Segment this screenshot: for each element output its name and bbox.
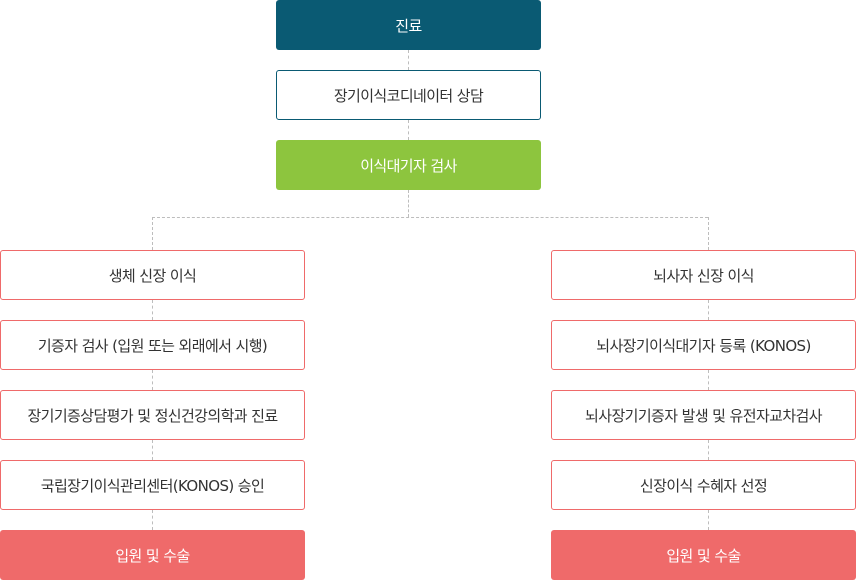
- connector-center-2: [408, 120, 409, 140]
- connector-right-1: [708, 300, 709, 320]
- connector-right-2: [708, 370, 709, 390]
- connector-right-3: [708, 440, 709, 460]
- left-konos-approval: 국립장기이식관리센터(KONOS) 승인: [0, 460, 305, 510]
- connector-left-4: [152, 510, 153, 530]
- step-coordinator-counsel: 장기이식코디네이터 상담: [276, 70, 541, 120]
- step-consultation: 진료: [276, 0, 541, 50]
- connector-center-3: [408, 190, 409, 217]
- right-recipient-selection: 신장이식 수혜자 선정: [551, 460, 856, 510]
- connector-right-drop: [708, 217, 709, 250]
- connector-right-4: [708, 510, 709, 530]
- connector-left-1: [152, 300, 153, 320]
- connector-left-2: [152, 370, 153, 390]
- left-living-kidney-transplant: 생체 신장 이식: [0, 250, 305, 300]
- right-konos-registration: 뇌사장기이식대기자 등록 (KONOS): [551, 320, 856, 370]
- left-admission-surgery: 입원 및 수술: [0, 530, 305, 580]
- connector-branch: [152, 217, 708, 218]
- left-donor-exam: 기증자 검사 (입원 또는 외래에서 시행): [0, 320, 305, 370]
- right-donor-crossmatch: 뇌사장기기증자 발생 및 유전자교차검사: [551, 390, 856, 440]
- connector-left-3: [152, 440, 153, 460]
- left-donation-evaluation: 장기기증상담평가 및 정신건강의학과 진료: [0, 390, 305, 440]
- step-recipient-exam: 이식대기자 검사: [276, 140, 541, 190]
- connector-left-drop: [152, 217, 153, 250]
- right-deceased-kidney-transplant: 뇌사자 신장 이식: [551, 250, 856, 300]
- connector-center-1: [408, 50, 409, 70]
- right-admission-surgery: 입원 및 수술: [551, 530, 856, 580]
